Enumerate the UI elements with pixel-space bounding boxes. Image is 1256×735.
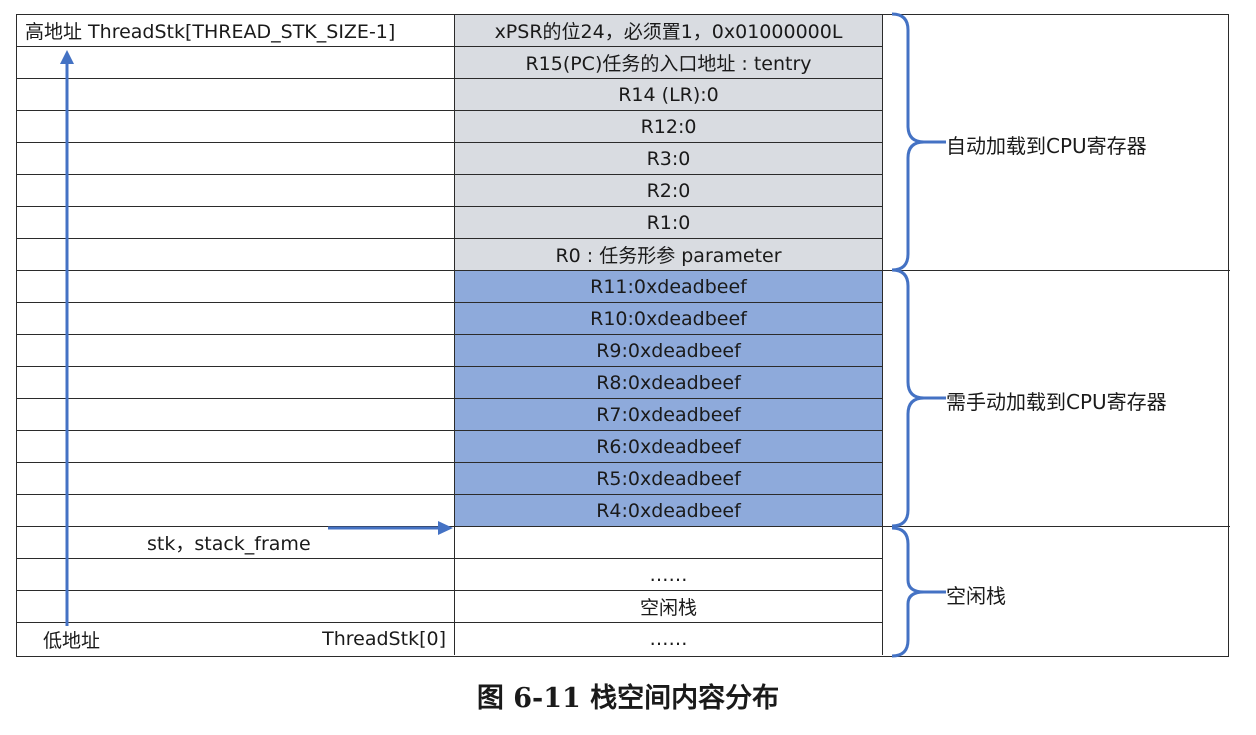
register-cell: xPSR的位24，必须置1，0x01000000L bbox=[455, 15, 883, 47]
address-cell bbox=[17, 335, 455, 367]
stk-label: stk，stack_frame bbox=[17, 527, 455, 559]
register-cell: R2:0 bbox=[455, 175, 883, 207]
brace-free bbox=[891, 526, 925, 658]
free-stack-cell: …… bbox=[455, 623, 883, 655]
register-cell: R4:0xdeadbeef bbox=[455, 495, 883, 527]
address-cell bbox=[17, 143, 455, 175]
address-cell bbox=[17, 463, 455, 495]
register-cell: R1:0 bbox=[455, 207, 883, 239]
stack-row: R14 (LR):0 bbox=[17, 79, 883, 111]
address-cell bbox=[17, 79, 455, 111]
stack-row: R8:0xdeadbeef bbox=[17, 367, 883, 399]
stack-row: R1:0 bbox=[17, 207, 883, 239]
address-cell bbox=[17, 271, 455, 303]
stack-row: R3:0 bbox=[17, 143, 883, 175]
stack-row: 空闲栈 bbox=[17, 591, 883, 623]
stack-row: …… bbox=[17, 559, 883, 591]
figure-caption: 图 6-11 栈空间内容分布 bbox=[476, 683, 780, 714]
register-cell: R15(PC)任务的入口地址 : tentry bbox=[455, 47, 883, 79]
brace-label-manual: 需手动加载到CPU寄存器 bbox=[946, 390, 1167, 414]
address-cell bbox=[17, 47, 455, 79]
register-cell: R0 : 任务形参 parameter bbox=[455, 239, 883, 271]
stack-row: R4:0xdeadbeef bbox=[17, 495, 883, 527]
stack-row: stk，stack_frame bbox=[17, 527, 883, 559]
address-cell bbox=[17, 175, 455, 207]
address-cell bbox=[17, 399, 455, 431]
address-cell bbox=[17, 431, 455, 463]
free-stack-cell: …… bbox=[455, 559, 883, 591]
low-address-index: ThreadStk[0] bbox=[322, 628, 446, 650]
register-cell: R10:0xdeadbeef bbox=[455, 303, 883, 335]
register-cell: R5:0xdeadbeef bbox=[455, 463, 883, 495]
address-cell bbox=[17, 559, 455, 591]
stack-row: R0 : 任务形参 parameter bbox=[17, 239, 883, 271]
stack-row: 高地址 ThreadStk[THREAD_STK_SIZE-1]xPSR的位24… bbox=[17, 15, 883, 47]
stack-row: R15(PC)任务的入口地址 : tentry bbox=[17, 47, 883, 79]
register-cell: R3:0 bbox=[455, 143, 883, 175]
free-stack-cell: 空闲栈 bbox=[455, 591, 883, 623]
low-address-cell: 低地址 ThreadStk[0] bbox=[17, 623, 455, 655]
stack-row: R9:0xdeadbeef bbox=[17, 335, 883, 367]
stack-row: 低地址 ThreadStk[0] …… bbox=[17, 623, 883, 655]
free-stack-cell bbox=[455, 527, 883, 559]
stack-row: R10:0xdeadbeef bbox=[17, 303, 883, 335]
low-address-label: 低地址 bbox=[43, 629, 101, 652]
stack-table: 高地址 ThreadStk[THREAD_STK_SIZE-1]xPSR的位24… bbox=[16, 14, 1230, 657]
stack-row: R12:0 bbox=[17, 111, 883, 143]
address-cell bbox=[17, 495, 455, 527]
stack-row: R2:0 bbox=[17, 175, 883, 207]
address-cell bbox=[17, 367, 455, 399]
address-cell bbox=[17, 207, 455, 239]
brace-label-free: 空闲栈 bbox=[946, 584, 1006, 608]
address-up-arrow-head bbox=[60, 50, 74, 64]
stack-row: R5:0xdeadbeef bbox=[17, 463, 883, 495]
segment-divider-auto-manual bbox=[883, 270, 1230, 271]
address-cell bbox=[17, 591, 455, 623]
stack-row: R11:0xdeadbeef bbox=[17, 271, 883, 303]
segment-divider-manual-free bbox=[883, 526, 1230, 527]
high-address-label: 高地址 ThreadStk[THREAD_STK_SIZE-1] bbox=[17, 15, 455, 47]
stk-pointer-arrow-head bbox=[438, 521, 453, 535]
address-cell bbox=[17, 111, 455, 143]
stack-row: R7:0xdeadbeef bbox=[17, 399, 883, 431]
address-cell bbox=[17, 239, 455, 271]
register-cell: R7:0xdeadbeef bbox=[455, 399, 883, 431]
address-cell bbox=[17, 303, 455, 335]
brace-label-auto: 自动加载到CPU寄存器 bbox=[946, 134, 1147, 158]
register-cell: R9:0xdeadbeef bbox=[455, 335, 883, 367]
register-cell: R8:0xdeadbeef bbox=[455, 367, 883, 399]
register-cell: R14 (LR):0 bbox=[455, 79, 883, 111]
register-cell: R12:0 bbox=[455, 111, 883, 143]
brace-manual bbox=[891, 268, 925, 528]
register-cell: R6:0xdeadbeef bbox=[455, 431, 883, 463]
brace-column bbox=[883, 15, 1230, 655]
brace-auto bbox=[891, 12, 925, 272]
stack-row: R6:0xdeadbeef bbox=[17, 431, 883, 463]
register-cell: R11:0xdeadbeef bbox=[455, 271, 883, 303]
